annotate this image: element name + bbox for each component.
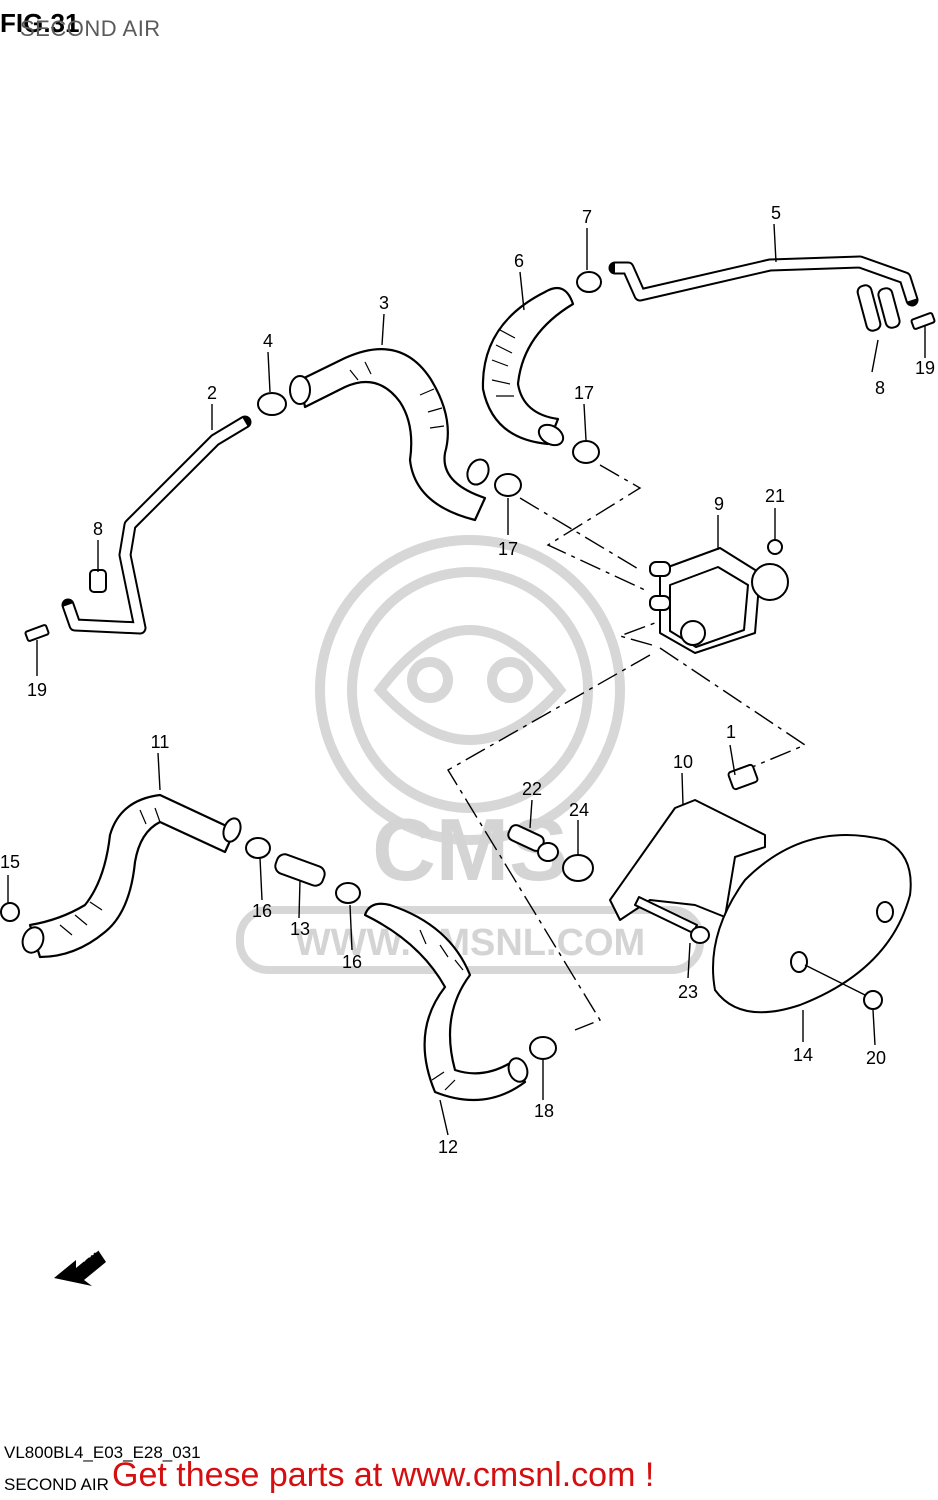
callout-16-right: 16 [342, 952, 362, 972]
figure-number: FIG.31 [0, 8, 80, 38]
callout-8-left: 8 [93, 519, 103, 539]
part-10-bracket [609, 763, 766, 921]
part-9-valve [649, 539, 789, 654]
figure-subtitle: SECOND AIR [20, 16, 161, 41]
callout-7: 7 [582, 207, 592, 227]
callout-6: 6 [514, 251, 524, 271]
parts-13-16-15 [0, 837, 361, 922]
fwd-arrow: FWD [54, 1243, 106, 1286]
diagram-code: VL800BL4_E03_E28_031 [4, 1443, 201, 1462]
callout-19-right: 19 [915, 358, 935, 378]
callout-17-lower: 17 [498, 539, 518, 559]
part-5-pipe [608, 255, 919, 332]
clamp-parts [257, 271, 602, 497]
footer-subtitle: SECOND AIR [4, 1475, 109, 1494]
watermark-url: WWW.CMSNL.COM [295, 922, 645, 964]
callout-8-right: 8 [875, 378, 885, 398]
fasteners [24, 312, 936, 642]
callout-24: 24 [569, 800, 589, 820]
callout-5: 5 [771, 203, 781, 223]
part-14-cover [712, 834, 912, 1014]
callout-1: 1 [726, 722, 736, 742]
callout-21: 21 [765, 486, 785, 506]
callout-19-left: 19 [27, 680, 47, 700]
callout-16-left: 16 [252, 901, 272, 921]
callout-17-upper: 17 [574, 383, 594, 403]
callout-3: 3 [379, 293, 389, 313]
callout-22: 22 [522, 779, 542, 799]
leader-lines [7, 223, 926, 1136]
part-3-hose [289, 347, 490, 522]
callout-23: 23 [678, 982, 698, 1002]
callout-12: 12 [438, 1137, 458, 1157]
callout-4: 4 [263, 331, 273, 351]
callout-11: 11 [151, 732, 170, 752]
callout-10: 10 [673, 752, 693, 772]
part-11-hose [21, 793, 242, 959]
callout-13: 13 [290, 919, 310, 939]
callout-14: 14 [793, 1045, 813, 1065]
promo-link[interactable]: Get these parts at www.cmsnl.com ! [112, 1456, 655, 1494]
callout-18: 18 [534, 1101, 554, 1121]
callout-15: 15 [0, 852, 20, 872]
part-6-hose [481, 286, 575, 447]
part-12-hose [363, 902, 557, 1102]
callout-20: 20 [866, 1048, 886, 1068]
parts-22-24-23 [507, 824, 710, 944]
callout-9: 9 [714, 494, 724, 514]
callout-numbers: 1 2 3 4 5 6 7 8 8 9 10 11 12 13 14 15 16… [0, 203, 935, 1157]
callout-2: 2 [207, 383, 217, 403]
part-2-pipe [61, 415, 252, 635]
